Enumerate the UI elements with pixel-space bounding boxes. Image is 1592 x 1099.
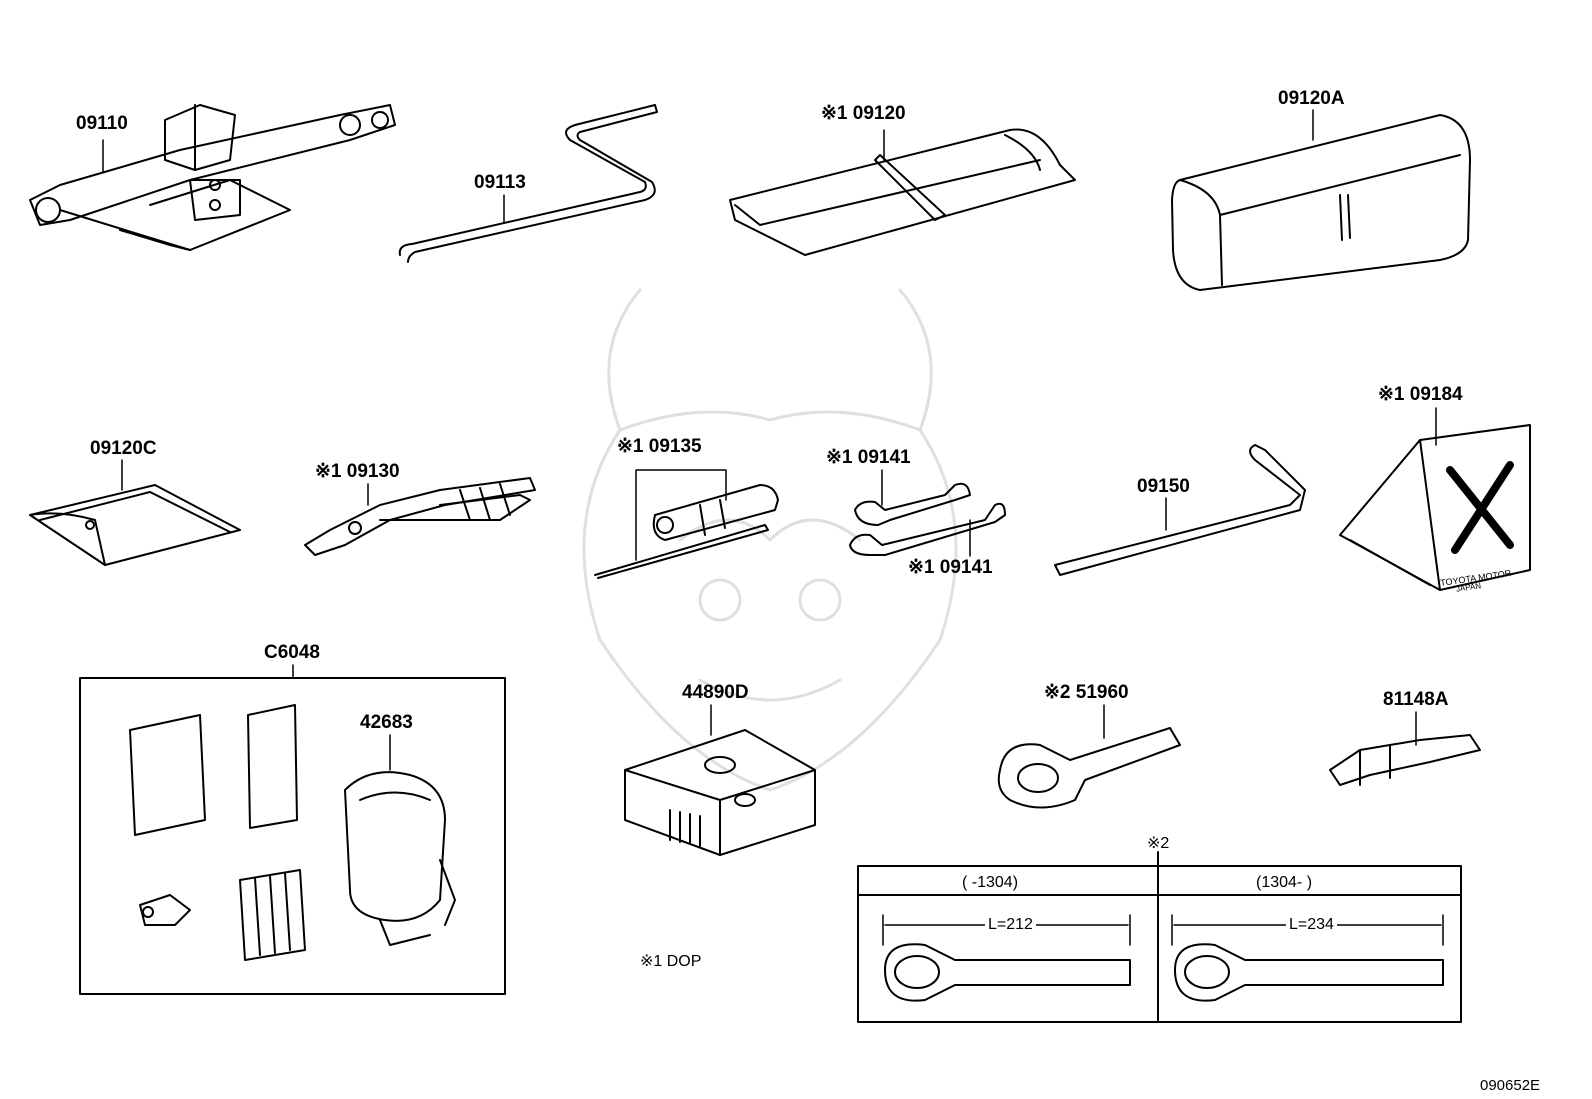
compressor-box-44890D (624, 729, 816, 856)
towing-eye-51960 (997, 727, 1181, 809)
part-label-09184: ※1 09184 (1378, 384, 1463, 405)
ref-2-marker: ※2 (1147, 835, 1170, 852)
lug-wrench-09150 (1054, 444, 1306, 576)
towing-eye-variant-table (857, 851, 1462, 1023)
envelope-09120C (29, 484, 241, 566)
part-label-09141-upper: ※1 09141 (826, 447, 911, 468)
kit-bag-large-icon (129, 714, 206, 836)
wrench-upper-09141 (854, 482, 971, 526)
connector-81148A (1329, 734, 1481, 786)
pliers-09130 (304, 477, 536, 556)
diagram-code: 090652E (1480, 1077, 1541, 1094)
part-label-09110: 09110 (76, 113, 128, 134)
compressor-bag-42683 (344, 771, 456, 946)
dop-note: ※1 DOP (640, 953, 702, 970)
kit-bag-small-icon (247, 704, 298, 829)
part-label-81148A: 81148A (1383, 689, 1449, 710)
kit-box-C6048 (79, 677, 506, 995)
part-label-09130: ※1 09130 (315, 461, 400, 482)
part-label-51960: ※2 51960 (1044, 682, 1129, 703)
leader-09135 (635, 469, 727, 561)
part-label-42683: 42683 (360, 712, 413, 733)
wheel-chock-09184 (1339, 424, 1531, 591)
variant-left-length: L=212 (985, 915, 1036, 935)
part-label-09120: ※1 09120 (821, 103, 906, 124)
part-label-09113: 09113 (474, 172, 526, 193)
watermark-mask-icon (582, 288, 958, 792)
variant-right-header: (1304- ) (1256, 874, 1313, 891)
wrench-lower-09141 (849, 502, 1006, 556)
tool-pouch-09120A (1171, 114, 1471, 291)
tool-bag-09120 (729, 128, 1076, 256)
screwdriver-09135 (594, 484, 779, 579)
variant-left-header: ( -1304) (962, 874, 1019, 891)
part-label-09141-lower: ※1 09141 (908, 557, 993, 578)
chock-country-text: JAPAN (1455, 581, 1482, 594)
part-label-C6048: C6048 (264, 642, 320, 663)
part-label-44890D: 44890D (682, 682, 749, 703)
variant-right-length: L=234 (1286, 915, 1337, 935)
sealant-strips-icon (239, 869, 306, 961)
part-label-09150: 09150 (1137, 476, 1190, 497)
part-label-09120A: 09120A (1278, 88, 1345, 109)
part-label-09135: ※1 09135 (617, 436, 702, 457)
scissor-jack-09110 (29, 104, 396, 251)
valve-tool-icon (139, 894, 191, 926)
part-label-09120C: 09120C (90, 438, 157, 459)
jack-handle-09113 (398, 104, 658, 263)
